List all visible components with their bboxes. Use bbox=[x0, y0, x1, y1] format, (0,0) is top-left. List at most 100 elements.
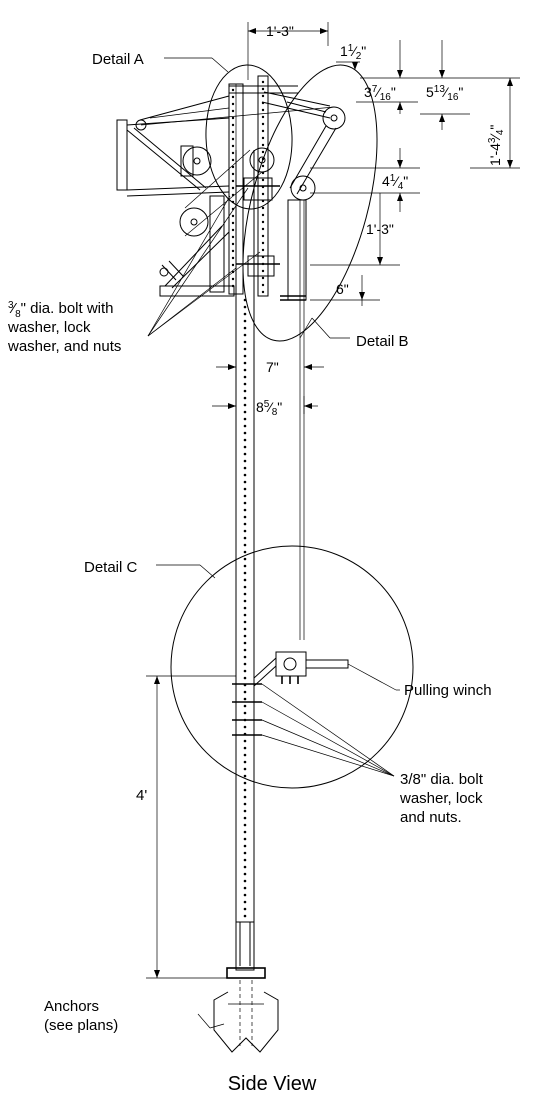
dim-3-7-16: 37⁄16" bbox=[364, 84, 396, 103]
bolt-hole bbox=[261, 206, 265, 210]
bolt-hole bbox=[243, 529, 247, 533]
base-plate bbox=[226, 921, 266, 979]
bolt-hole bbox=[261, 283, 265, 287]
bolt-hole bbox=[231, 221, 235, 225]
bolt-hole bbox=[231, 179, 235, 183]
bolt-hole bbox=[243, 501, 247, 505]
bolt-hole bbox=[243, 893, 247, 897]
dim-1-1-2: 11⁄2" bbox=[340, 43, 366, 62]
bolt-hole bbox=[243, 382, 247, 386]
dim-8-5-8: 85⁄8" bbox=[256, 399, 282, 418]
bolt-note-line-2: washer, lock bbox=[7, 319, 91, 336]
main-post bbox=[235, 150, 255, 928]
bolt-hole bbox=[261, 164, 265, 168]
bolt-hole bbox=[243, 634, 247, 638]
bolt-hole bbox=[243, 326, 247, 330]
bolt-note2-line-1: 3/8" dia. bolt bbox=[400, 771, 484, 788]
bolt-hole bbox=[243, 697, 247, 701]
dim-4-1-4: 41⁄4" bbox=[382, 173, 408, 192]
bolt-hole bbox=[243, 473, 247, 477]
bolt-hole bbox=[243, 606, 247, 610]
bolt-hole bbox=[261, 122, 265, 126]
bolt-hole bbox=[243, 739, 247, 743]
bolt-hole bbox=[243, 669, 247, 673]
bolt-hole bbox=[231, 214, 235, 218]
bolt-hole bbox=[243, 354, 247, 358]
bolt-hole bbox=[261, 290, 265, 294]
bolt-hole bbox=[243, 655, 247, 659]
bolt-hole bbox=[243, 550, 247, 554]
bolt-hole bbox=[243, 746, 247, 750]
bolt-note-line-3: washer, and nuts bbox=[7, 338, 121, 355]
bolt-hole bbox=[243, 522, 247, 526]
bolt-hole bbox=[243, 396, 247, 400]
bolt-hole bbox=[261, 276, 265, 280]
bolt-hole bbox=[261, 192, 265, 196]
bolt-hole bbox=[231, 137, 235, 141]
detail-c-label: Detail C bbox=[84, 559, 138, 576]
bolt-note2-line-3: and nuts. bbox=[400, 809, 462, 826]
anchors-label-line-1: Anchors bbox=[44, 998, 99, 1015]
bolt-hole bbox=[261, 143, 265, 147]
bolt-hole bbox=[243, 795, 247, 799]
bolt-hole bbox=[243, 347, 247, 351]
view-title: Side View bbox=[228, 1073, 317, 1095]
bolt-hole bbox=[243, 879, 247, 883]
leader-lines bbox=[147, 57, 400, 1029]
bolt-hole bbox=[243, 438, 247, 442]
bolt-hole bbox=[243, 515, 247, 519]
bolt-hole bbox=[243, 662, 247, 666]
dim-1-3-middle: 1'-3" bbox=[366, 221, 394, 237]
bolt-hole bbox=[243, 620, 247, 624]
bolt-hole bbox=[243, 375, 247, 379]
pulling-winch-label: Pulling winch bbox=[404, 682, 492, 699]
bolt-hole bbox=[231, 242, 235, 246]
bolt-hole bbox=[261, 150, 265, 154]
dimension-lines bbox=[146, 22, 520, 979]
detail-b-ellipse bbox=[242, 64, 378, 342]
bolt-hole bbox=[243, 368, 247, 372]
bolt-hole bbox=[243, 417, 247, 421]
bolt-hole bbox=[231, 95, 235, 99]
bolt-hole bbox=[231, 186, 235, 190]
bolt-hole bbox=[243, 914, 247, 918]
bolt-hole bbox=[243, 676, 247, 680]
bolt-hole bbox=[231, 144, 235, 148]
bolt-note2-line-2: washer, lock bbox=[399, 790, 483, 807]
bolt-hole bbox=[261, 129, 265, 133]
bolt-hole bbox=[243, 830, 247, 834]
bolt-hole bbox=[261, 94, 265, 98]
bolt-hole bbox=[231, 88, 235, 92]
detail-b-label: Detail B bbox=[356, 333, 409, 350]
bolt-hole bbox=[243, 557, 247, 561]
bolt-hole bbox=[243, 725, 247, 729]
detail-a-label: Detail A bbox=[92, 51, 144, 68]
bolt-hole bbox=[243, 452, 247, 456]
bolt-hole bbox=[243, 536, 247, 540]
bolt-hole bbox=[243, 704, 247, 708]
bolt-hole bbox=[243, 305, 247, 309]
bolt-hole bbox=[231, 165, 235, 169]
bolt-hole bbox=[261, 213, 265, 217]
bolt-hole bbox=[261, 220, 265, 224]
bolt-hole bbox=[243, 466, 247, 470]
bolt-hole bbox=[243, 445, 247, 449]
bolt-hole bbox=[243, 361, 247, 365]
bolt-hole bbox=[231, 277, 235, 281]
bolt-hole bbox=[231, 158, 235, 162]
bolt-hole bbox=[243, 823, 247, 827]
bolt-hole bbox=[261, 80, 265, 84]
bolt-hole bbox=[261, 136, 265, 140]
bolt-hole bbox=[243, 424, 247, 428]
bolt-hole bbox=[243, 711, 247, 715]
bolt-hole bbox=[243, 578, 247, 582]
bolt-hole bbox=[261, 248, 265, 252]
bolt-hole bbox=[231, 235, 235, 239]
dim-1-4-3-4: 1'-43⁄4" bbox=[487, 125, 506, 166]
bolt-hole bbox=[243, 508, 247, 512]
bolt-hole bbox=[243, 844, 247, 848]
bolt-hole bbox=[243, 585, 247, 589]
bolt-hole bbox=[243, 760, 247, 764]
